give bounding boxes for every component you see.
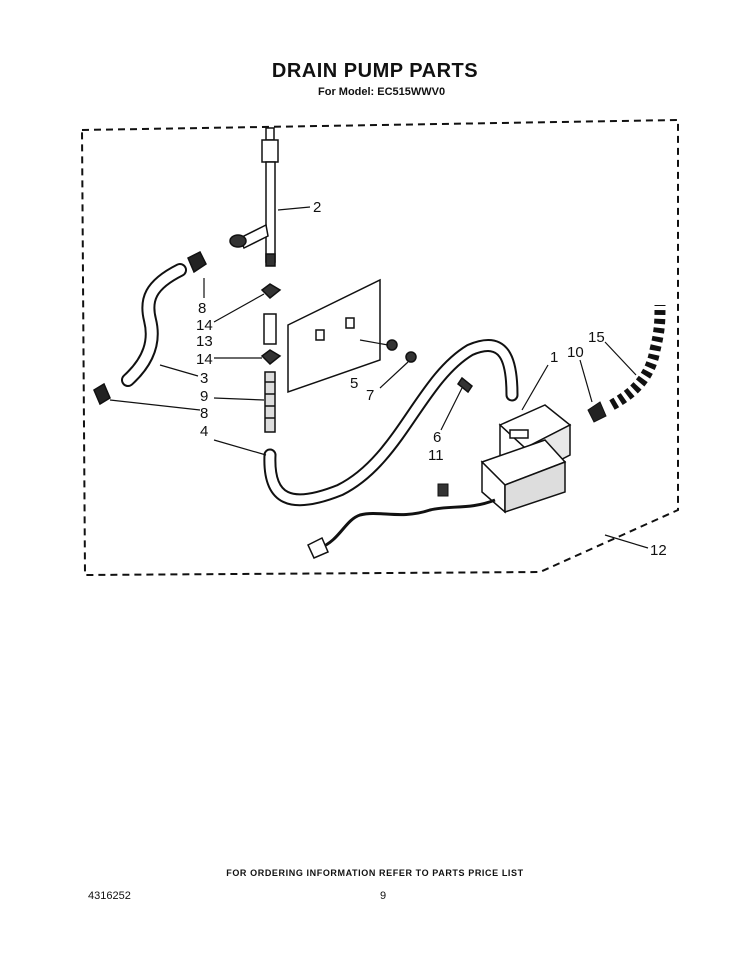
callout-7: 7 xyxy=(366,387,374,404)
callout-10: 10 xyxy=(567,344,584,361)
page-number: 9 xyxy=(380,890,387,902)
callout-12: 12 xyxy=(650,542,667,559)
fasteners xyxy=(386,339,474,394)
callout-14-lower: 14 xyxy=(196,351,213,368)
leader-lines xyxy=(109,206,649,549)
callout-13: 13 xyxy=(196,333,213,350)
model-subtitle: For Model: EC515WWV0 xyxy=(318,86,446,98)
callout-8-upper: 8 xyxy=(198,300,206,317)
tee-pipe-part xyxy=(229,127,279,267)
outlet-hose xyxy=(609,304,666,410)
plug-head xyxy=(307,536,329,559)
document-number: 4316252 xyxy=(88,890,131,902)
ordering-note: FOR ORDERING INFORMATION REFER TO PARTS … xyxy=(226,868,524,878)
small-plug xyxy=(437,483,449,497)
page-title: DRAIN PUMP PARTS xyxy=(271,60,479,82)
callout-8-lower: 8 xyxy=(200,405,208,422)
assembly-boundary xyxy=(81,118,679,577)
callout-2: 2 xyxy=(313,199,321,216)
mounting-plate xyxy=(287,278,381,394)
power-cord xyxy=(319,498,496,550)
clamp-upper xyxy=(187,250,207,274)
callout-14-upper: 14 xyxy=(196,317,213,334)
callout-15: 15 xyxy=(588,329,605,346)
callout-1: 1 xyxy=(550,349,558,366)
callout-6: 6 xyxy=(433,429,441,446)
clamp-lower xyxy=(93,382,111,406)
callout-5: 5 xyxy=(350,375,358,392)
callout-9: 9 xyxy=(200,388,208,405)
callout-3: 3 xyxy=(200,370,208,387)
clamp-right xyxy=(587,401,607,423)
coupling-stack xyxy=(260,283,282,433)
callout-11: 11 xyxy=(428,447,444,464)
callout-4: 4 xyxy=(200,423,208,440)
pump-unit xyxy=(480,404,572,514)
